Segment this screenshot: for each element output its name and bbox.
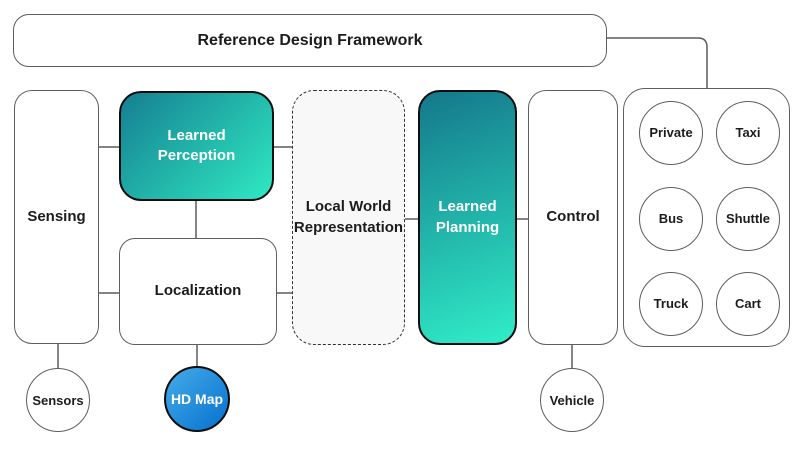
vehicle-type-label: Private xyxy=(649,125,693,141)
local-world-representation-box: Local World Representation xyxy=(292,90,405,345)
control-box: Control xyxy=(528,90,618,345)
vehicle-type-shuttle: Shuttle xyxy=(716,187,780,251)
vehicle-type-truck: Truck xyxy=(639,272,703,336)
vehicle-type-bus: Bus xyxy=(639,187,703,251)
control-label: Control xyxy=(546,208,600,226)
sensing-label: Sensing xyxy=(27,207,86,225)
vehicle-type-cart: Cart xyxy=(716,272,780,336)
vehicle-types-container: Private Taxi Bus Shuttle Truck Cart xyxy=(623,88,790,347)
vehicle-type-taxi: Taxi xyxy=(716,101,780,165)
sensors-label: Sensors xyxy=(32,392,84,408)
local-world-representation-label: Local World Representation xyxy=(293,198,404,236)
hd-map-label: HD Map xyxy=(170,391,224,407)
sensing-box: Sensing xyxy=(14,90,99,344)
framework-box: Reference Design Framework xyxy=(13,14,607,67)
vehicle-node: Vehicle xyxy=(540,368,604,432)
learned-planning-label: Learned Planning xyxy=(435,198,500,236)
framework-title: Reference Design Framework xyxy=(197,31,423,49)
learned-perception-box: Learned Perception xyxy=(119,91,274,201)
localization-label: Localization xyxy=(154,282,242,300)
localization-box: Localization xyxy=(119,238,277,345)
vehicle-type-label: Taxi xyxy=(735,125,761,141)
vehicle-type-label: Bus xyxy=(658,211,684,227)
vehicle-type-label: Truck xyxy=(653,296,689,312)
vehicle-type-label: Shuttle xyxy=(725,211,771,227)
learned-planning-box: Learned Planning xyxy=(418,90,517,345)
learned-perception-label: Learned Perception xyxy=(157,126,236,164)
connector-framework-vehicletypes xyxy=(607,37,708,88)
hd-map-node: HD Map xyxy=(164,366,230,432)
sensors-node: Sensors xyxy=(26,368,90,432)
vehicle-type-private: Private xyxy=(639,101,703,165)
vehicle-label: Vehicle xyxy=(549,392,595,408)
vehicle-type-label: Cart xyxy=(734,296,761,312)
